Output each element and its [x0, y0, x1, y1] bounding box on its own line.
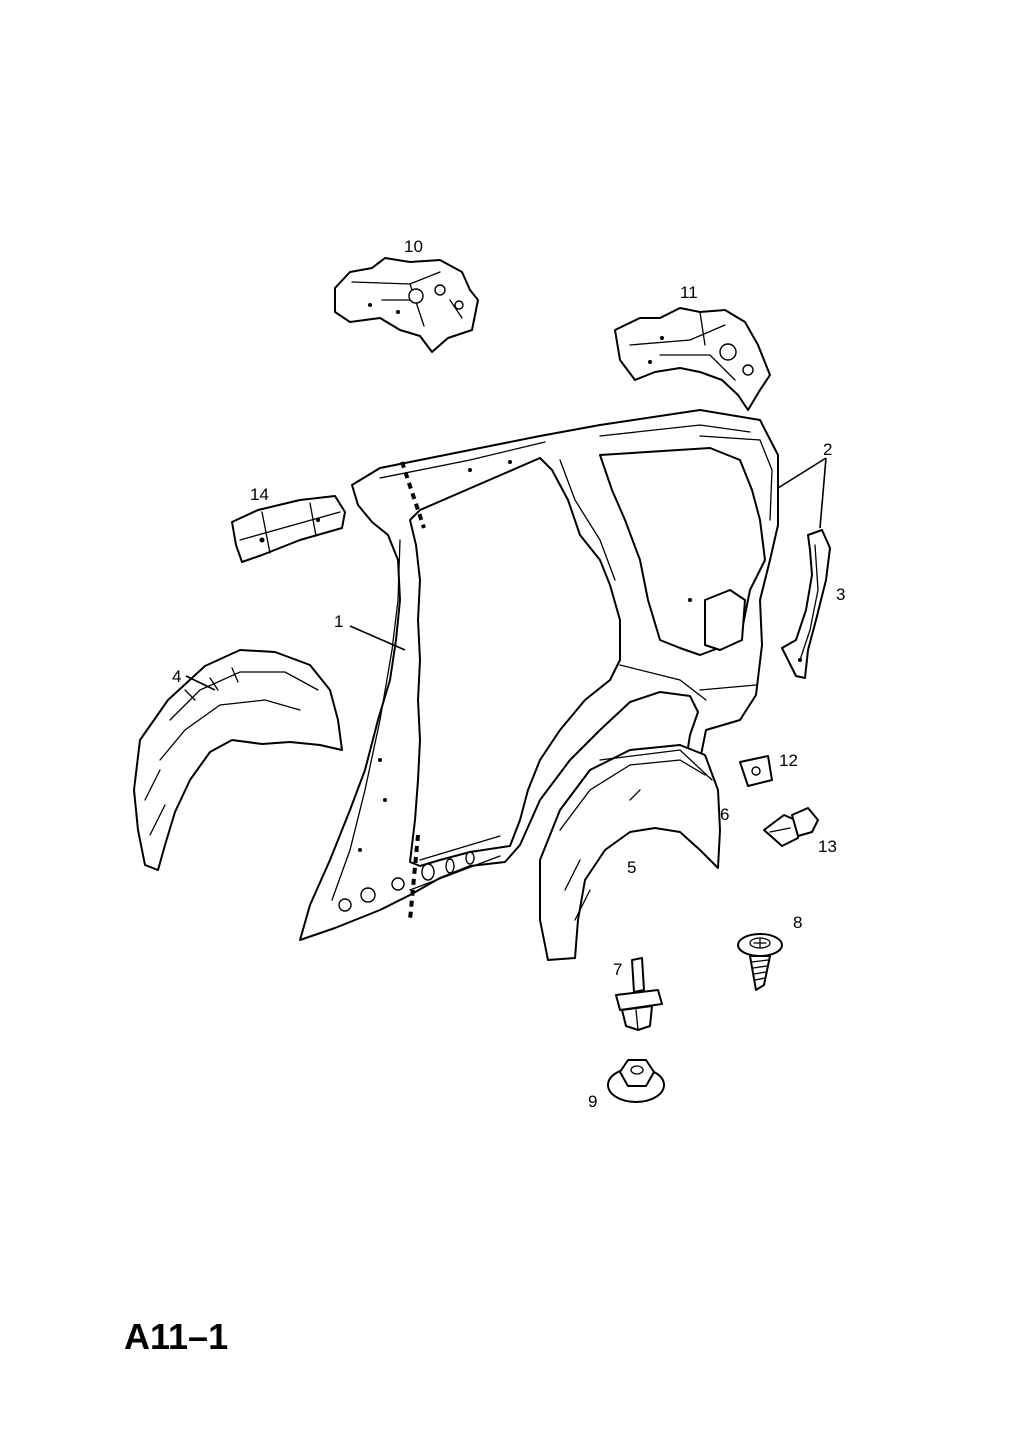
part-7-push-pin: [615, 957, 663, 1031]
part-4-wheel-arch-liner: [133, 649, 343, 871]
callout-14: 14: [250, 485, 269, 504]
callout-2: 2: [823, 440, 832, 459]
part-14-rail: [231, 495, 346, 563]
part-11-bracket: [614, 307, 771, 411]
callout-4: 4: [172, 667, 181, 686]
callout-6: 6: [720, 805, 729, 824]
part-1-side-panel: [299, 409, 779, 941]
part-10-bracket: [334, 257, 479, 353]
callout-8: 8: [793, 913, 802, 932]
callout-3: 3: [836, 585, 845, 604]
leader-lines: [185, 457, 827, 691]
callout-12: 12: [779, 751, 798, 770]
callout-13: 13: [818, 837, 837, 856]
callout-11: 11: [680, 283, 698, 302]
callout-9: 9: [588, 1092, 597, 1111]
part-5-rear-wheel-arch: [539, 744, 721, 961]
part-8-screw: [737, 933, 783, 991]
part-12-clip: [739, 755, 773, 787]
part-3-pillar-reinforcement: [781, 529, 831, 679]
figure-id: A11–1: [124, 1316, 229, 1357]
part-9-nut: [607, 1059, 665, 1103]
callout-1: 1: [334, 612, 343, 631]
callout-5: 5: [627, 858, 636, 877]
callout-7: 7: [613, 960, 622, 979]
callout-10: 10: [404, 237, 423, 256]
part-13-push-rivet: [763, 807, 819, 847]
